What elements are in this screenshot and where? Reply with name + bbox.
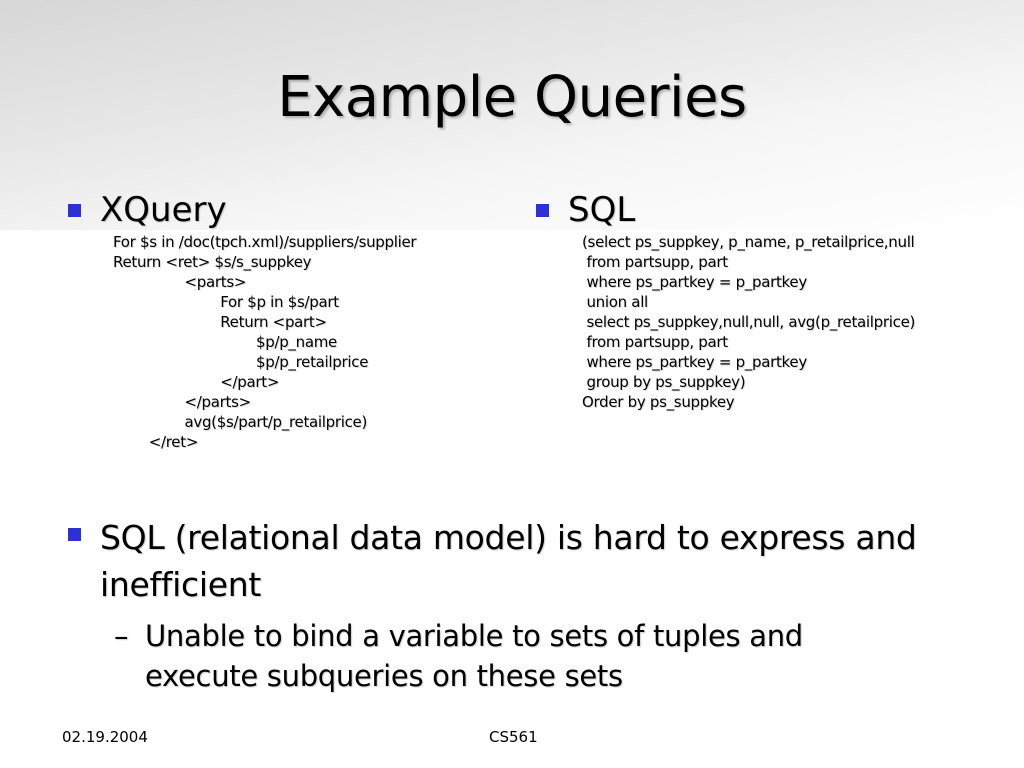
code-line: from partsupp, part [582, 333, 728, 351]
subpoint-dash-icon: – [114, 619, 129, 653]
code-line: union all [582, 293, 648, 311]
code-line: Return <part> [113, 313, 327, 331]
code-line: select ps_suppkey,null,null, avg(p_retai… [582, 313, 916, 331]
sql-bullet-icon [536, 204, 549, 217]
code-line: <parts> [113, 273, 247, 291]
sql-heading: SQL [568, 190, 636, 230]
code-line: avg($s/part/p_retailprice) [113, 413, 368, 431]
point-bullet-icon [68, 528, 81, 541]
sql-code-block: (select ps_suppkey, p_name, p_retailpric… [582, 232, 915, 412]
code-line: </parts> [113, 393, 251, 411]
code-line: (select ps_suppkey, p_name, p_retailpric… [582, 233, 915, 251]
code-line: from partsupp, part [582, 253, 728, 271]
code-line: $p/p_retailprice [113, 353, 369, 371]
footer-date: 02.19.2004 [62, 728, 148, 746]
code-line: where ps_partkey = p_partkey [582, 353, 807, 371]
footer-course: CS561 [489, 728, 538, 746]
sub-point: Unable to bind a variable to sets of tup… [145, 619, 803, 693]
slide-title: Example Queries [277, 65, 747, 130]
code-line: </ret> [113, 433, 199, 451]
xquery-bullet-icon [68, 204, 81, 217]
code-line: </part> [113, 373, 280, 391]
code-line: For $s in /doc(tpch.xml)/suppliers/suppl… [113, 233, 417, 251]
xquery-code-block: For $s in /doc(tpch.xml)/suppliers/suppl… [113, 232, 417, 452]
xquery-heading: XQuery [100, 190, 227, 230]
title-background [0, 0, 1024, 230]
main-point: SQL (relational data model) is hard to e… [100, 518, 917, 604]
code-line: Return <ret> $s/s_suppkey [113, 253, 312, 271]
code-line: group by ps_suppkey) [582, 373, 746, 391]
code-line: $p/p_name [113, 333, 337, 351]
code-line: For $p in $s/part [113, 293, 339, 311]
code-line: Order by ps_suppkey [582, 393, 735, 411]
code-line: where ps_partkey = p_partkey [582, 273, 807, 291]
